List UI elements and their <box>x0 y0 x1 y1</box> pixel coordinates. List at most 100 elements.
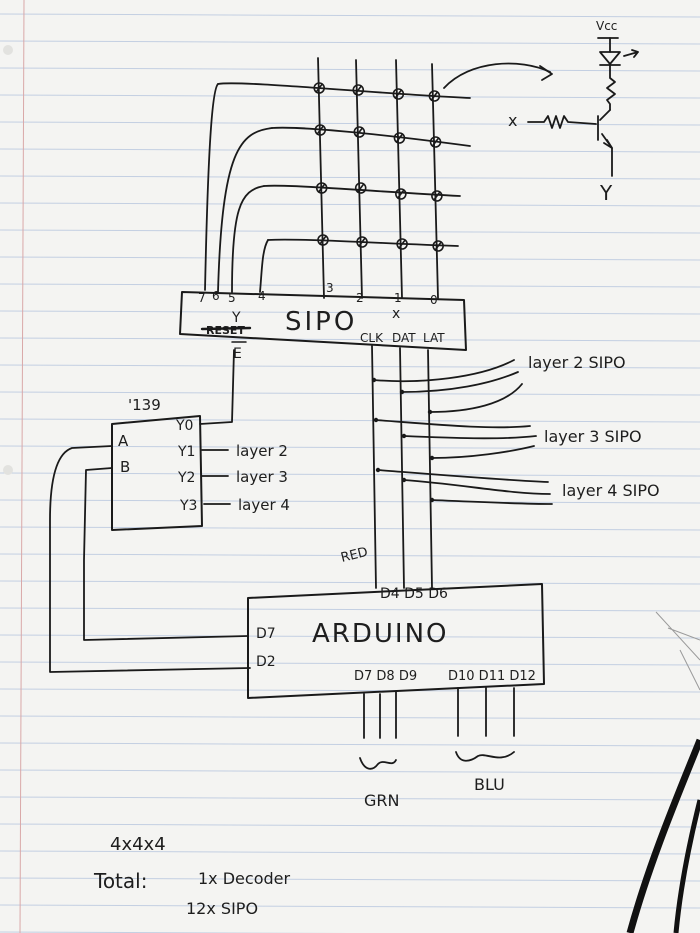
rule-line <box>0 391 700 396</box>
layer2-sipo-label: layer 2 SIPO <box>528 353 626 372</box>
matrix-junction <box>396 238 408 250</box>
matrix-junction <box>431 190 443 202</box>
rule-line <box>0 229 700 234</box>
rule-line <box>0 121 700 126</box>
adjacent-page-sketch <box>655 611 700 691</box>
dat-wire <box>399 347 405 589</box>
decoder-output-y0: Y0 <box>175 418 193 434</box>
total-label: Total: <box>93 869 147 893</box>
bus-junction-dot <box>401 433 407 439</box>
rule-line <box>0 418 700 423</box>
layer4-tap <box>403 479 551 495</box>
y0-to-enable-wire <box>199 349 235 425</box>
sipo-count-note: 12x SIPO <box>186 899 258 918</box>
ruled-lines <box>0 13 700 933</box>
matrix-junction <box>315 182 328 194</box>
bus-junction-dot <box>429 455 435 461</box>
junction-slash <box>356 183 365 193</box>
color-buses <box>359 687 515 770</box>
blue-brace-icon <box>455 751 515 762</box>
junction-slash <box>315 83 324 93</box>
junction-slash <box>394 89 403 99</box>
row-wire-6 <box>217 127 273 293</box>
arduino-box <box>247 583 545 699</box>
sipo-pin-clk: CLK <box>360 331 384 345</box>
row-wire-5 <box>231 185 265 293</box>
blue-bus-label: BLU <box>474 775 505 794</box>
layer3-sipo-label: layer 3 SIPO <box>544 427 642 446</box>
rule-line <box>0 553 700 558</box>
junction-slash <box>434 241 442 251</box>
rule-line <box>0 823 700 828</box>
arduino-top-pins: D4 D5 D6 <box>380 586 448 602</box>
matrix-junction <box>429 136 442 148</box>
bus-junction-dot <box>371 377 377 383</box>
matrix-junction <box>432 240 444 252</box>
junction-slash <box>433 191 441 201</box>
arduino-pin-d2-left: D2 <box>256 654 276 670</box>
junction-slash <box>398 239 406 249</box>
decoder-part-number: '139 <box>128 396 161 414</box>
junction-slash <box>354 85 363 95</box>
reset-strikethrough <box>200 326 252 331</box>
matrix-junction <box>428 90 441 102</box>
input-a-wire <box>49 445 251 673</box>
decoder-box <box>111 415 203 531</box>
emitter-arrow-icon <box>603 139 613 149</box>
rule-line <box>0 94 700 99</box>
matrix-junction <box>393 132 406 144</box>
arduino-blue-pins: D10 D11 D12 <box>448 669 536 684</box>
y-label: Y <box>599 181 613 205</box>
sipo-pin-label: 4 <box>258 289 266 303</box>
rule-line <box>0 175 700 180</box>
arrow-head-icon <box>539 65 553 81</box>
sipo-pin-dat: DAT <box>392 331 416 345</box>
punch-hole <box>3 465 13 475</box>
decoder-count-note: 1x Decoder <box>198 869 290 888</box>
matrix-junction <box>317 234 329 246</box>
rule-line <box>0 526 700 531</box>
sipo-pin-label: 6 <box>212 289 220 303</box>
decoder-wires <box>49 349 251 673</box>
junction-slash <box>395 133 404 143</box>
lat-wire <box>427 349 433 589</box>
matrix-junction <box>354 182 367 194</box>
bus-junction-dots <box>371 377 435 503</box>
arduino-label: ARDUINO <box>312 619 448 649</box>
bus-junction-dot <box>399 389 405 395</box>
base-resistor-icon <box>527 115 597 129</box>
sipo-pin-label: 5 <box>228 291 236 305</box>
rule-line <box>0 283 700 288</box>
led-diode-icon <box>599 51 621 65</box>
rule-line <box>0 715 700 720</box>
junction-slash <box>355 127 364 137</box>
matrix-column-line <box>395 59 403 299</box>
junction-slash <box>317 183 326 193</box>
cable <box>626 738 700 933</box>
rule-line <box>0 904 700 909</box>
sipo-x-mark: x <box>392 306 400 322</box>
rule-line <box>0 580 700 585</box>
rule-line <box>0 202 700 207</box>
rule-line <box>0 661 700 666</box>
sipo-pin-lat: LAT <box>423 331 445 345</box>
rule-line <box>0 148 700 153</box>
row-wire-7 <box>204 83 219 291</box>
layer3-tap <box>375 419 531 429</box>
arrow-to-led <box>443 62 551 89</box>
cube-size-note: 4x4x4 <box>110 834 166 855</box>
layer3-tap <box>403 435 537 440</box>
sipo-y-mark: Y <box>231 310 241 326</box>
sipo-pin-label: 2 <box>356 291 364 305</box>
layer4-sipo-label: layer 4 SIPO <box>562 481 660 500</box>
rule-line <box>0 472 700 477</box>
matrix-junction <box>352 84 365 96</box>
matrix-junction <box>313 82 326 94</box>
green-brace-icon <box>359 757 397 770</box>
decoder-layer2-label: layer 2 <box>236 442 288 460</box>
layer2-tap <box>373 359 515 383</box>
x-label: x <box>508 111 517 130</box>
